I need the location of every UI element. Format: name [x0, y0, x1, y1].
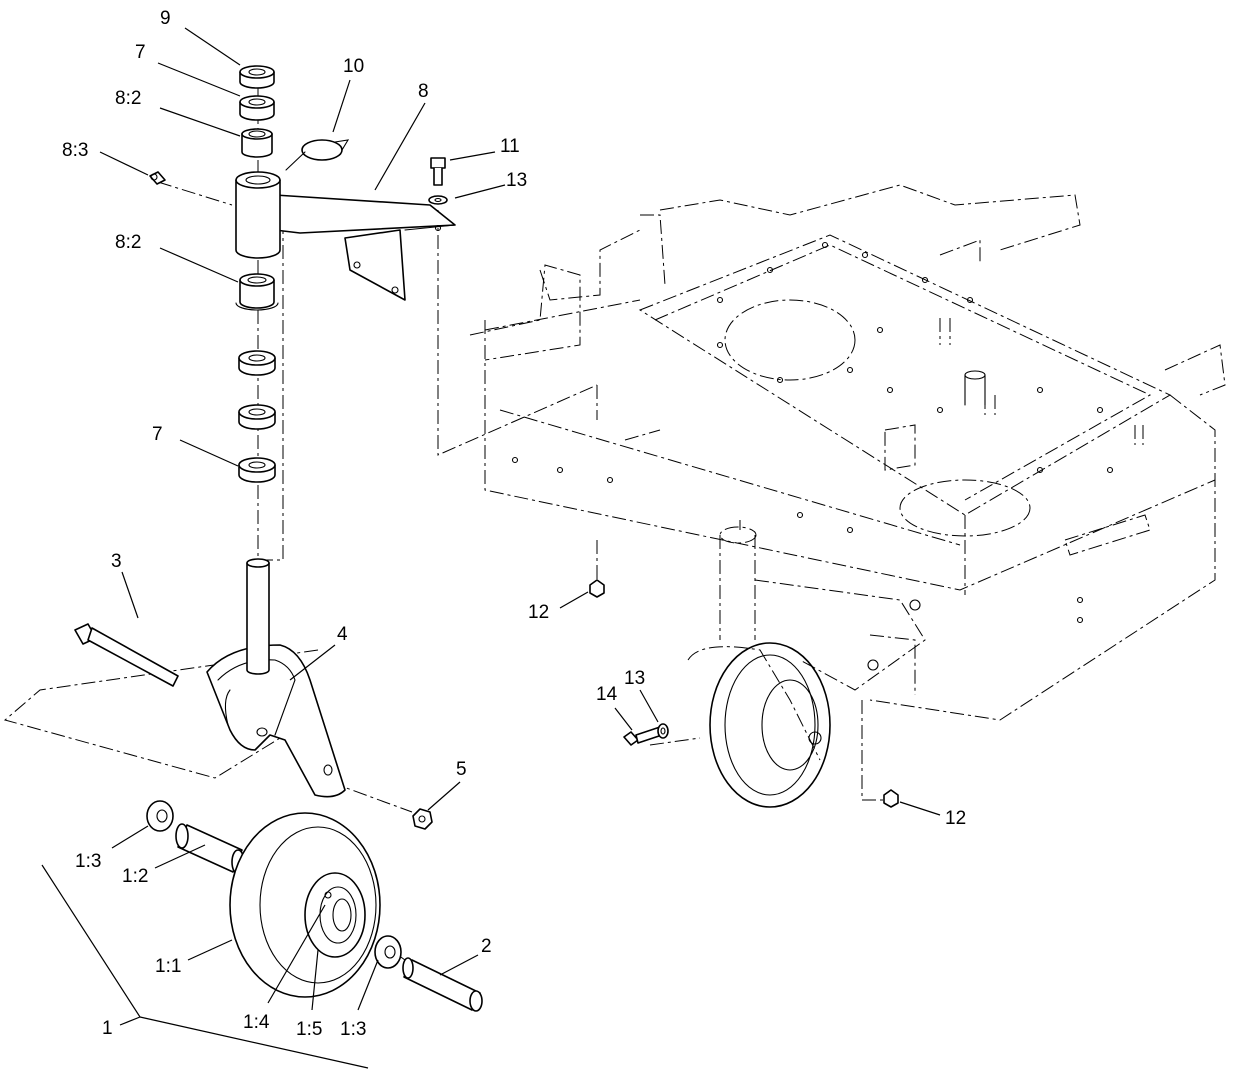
callout-1: 1: [102, 1018, 113, 1039]
part-1-3-bearing-right: [374, 935, 402, 969]
callout-1-1: 1:1: [155, 956, 181, 977]
part-1-2-spacer: [175, 823, 245, 875]
callout-8-2-top: 8:2: [115, 88, 141, 109]
callout-5: 5: [456, 759, 467, 780]
part-8-2-bushing-top: [241, 128, 273, 158]
callout-7-mid: 7: [152, 424, 163, 445]
callout-14: 14: [596, 684, 618, 705]
part-9-cap: [239, 65, 275, 89]
callout-4: 4: [337, 624, 348, 645]
part-12-nut-low: [883, 789, 899, 808]
part-7-spacer-2: [238, 404, 276, 430]
part-1-3-bearing-left: [146, 800, 174, 832]
callout-1-2: 1:2: [122, 866, 148, 887]
callout-7-top: 7: [135, 42, 146, 63]
callout-13-low: 13: [624, 668, 645, 689]
callout-13-top: 13: [506, 170, 527, 191]
part-5-nut: [412, 808, 433, 830]
part-7-spacer-3: [238, 457, 276, 483]
part-8-2-bushing-mid: [235, 273, 279, 311]
callout-10: 10: [343, 56, 364, 77]
part-7-bushing-top: [239, 95, 275, 121]
part-13-washer-low: [657, 723, 669, 739]
part-2-axle: [402, 957, 483, 1012]
callout-1-5: 1:5: [296, 1019, 322, 1040]
callout-8-2-mid: 8:2: [115, 232, 141, 253]
part-8-3-grease-fitting: [149, 171, 166, 185]
callout-1-4: 1:4: [243, 1012, 270, 1033]
mower-deck: [469, 184, 1226, 721]
part-11-bolt: [430, 157, 446, 186]
callout-8-3: 8:3: [62, 140, 88, 161]
callout-9: 9: [160, 8, 171, 29]
part-13-washer-top: [428, 195, 448, 205]
centerlines: [3, 85, 885, 961]
part-7-spacer-1: [238, 350, 276, 376]
callout-12-mid: 12: [528, 602, 549, 623]
callout-1-3-left: 1:3: [75, 851, 101, 872]
part-12-nut-mid: [589, 579, 605, 598]
part-1-1-wheel: [229, 812, 381, 998]
leader-lines: [41, 27, 941, 1069]
part-14-bolt: [623, 726, 663, 746]
part-3-bolt: [74, 623, 179, 687]
callout-12-low: 12: [945, 808, 966, 829]
callout-labels: 9 7 8:2 8:3 10 8 11 13 8:2 7 3 4 5 12 13…: [62, 8, 966, 1040]
installed-caster-assembly: [687, 520, 926, 808]
part-10-hairpin: [285, 139, 350, 171]
callout-1-3-right: 1:3: [340, 1019, 366, 1040]
callout-8: 8: [418, 81, 429, 102]
callout-2: 2: [481, 936, 492, 957]
part-4-caster-fork: [206, 558, 346, 798]
callout-3: 3: [111, 551, 122, 572]
part-8-caster-arm: [235, 171, 456, 301]
callout-11: 11: [500, 136, 520, 157]
